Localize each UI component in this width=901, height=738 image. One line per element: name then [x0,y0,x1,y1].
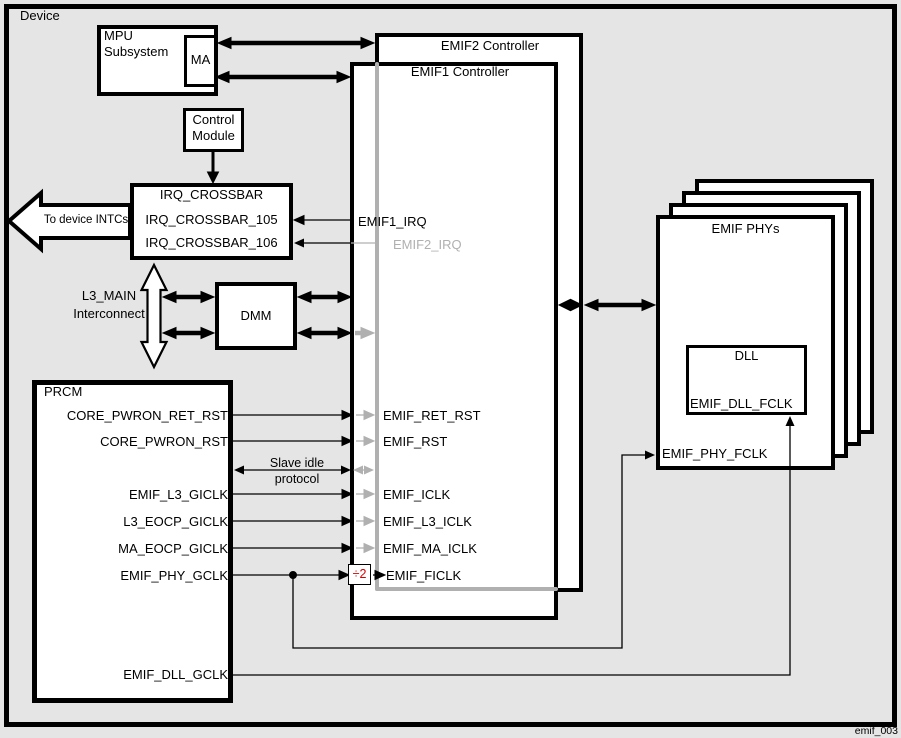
l3-main-label-line2: Interconnect [73,306,145,321]
emif-phys-title: EMIF PHYs [711,221,780,236]
emif-phy-box-front [656,215,835,470]
prcm-box [32,380,233,703]
control-module-label-line1: Control [192,112,235,127]
emif1-controller-title: EMIF1 Controller [410,64,510,79]
divide-by-2-box: ÷2 [348,564,371,585]
device-label: Device [20,8,60,23]
emif1-signal-ret-rst: EMIF_RET_RST [383,408,481,423]
slave-idle-label-line1: Slave idle [269,456,325,470]
emif1-signal-ficlk: EMIF_FICLK [386,568,462,583]
emif1-signal-ma-iclk: EMIF_MA_ICLK [383,541,477,556]
emif1-signal-l3-iclk: EMIF_L3_ICLK [383,514,472,529]
control-module-box [183,108,244,152]
emif1-signal-iclk: EMIF_ICLK [383,487,451,502]
mpu-label-line2: Subsystem [104,44,169,59]
to-device-intcs-label: To device INTCs [43,214,129,226]
control-module-label-line2: Module [192,128,235,143]
prcm-signal-core-pwron-ret-rst: CORE_PWRON_RET_RST [66,408,228,423]
prcm-title: PRCM [44,384,83,399]
prcm-signal-emif-l3-giclk: EMIF_L3_GICLK [129,487,228,502]
emif2-controller-title: EMIF2 Controller [440,38,540,53]
prcm-signal-ma-eocp-giclk: MA_EOCP_GICLK [118,541,228,556]
emif1-controller-box [350,62,558,620]
dmm-box [215,282,297,350]
irq-crossbar-row-106: IRQ_CROSSBAR_106 [145,235,278,250]
dmm-label: DMM [240,308,272,323]
mpu-label-line1: MPU [104,28,133,43]
prcm-signal-emif-phy-gclk: EMIF_PHY_GCLK [120,568,228,583]
emif1-signal-rst: EMIF_RST [383,434,448,449]
dll-fclk-label: EMIF_DLL_FCLK [690,396,793,411]
slave-idle-label-line2: protocol [274,472,320,486]
irq-crossbar-box [130,183,293,260]
l3-main-label-line1: L3_MAIN [81,288,137,303]
divide-by-2-label: ÷2 [352,567,367,581]
emif2-signal-irq: EMIF2_IRQ [393,237,462,252]
emif1-signal-irq: EMIF1_IRQ [358,214,427,229]
irq-crossbar-title: IRQ_CROSSBAR [159,187,264,202]
device-boundary [4,4,897,727]
prcm-signal-l3-eocp-giclk: L3_EOCP_GICLK [123,514,228,529]
prcm-signal-core-pwron-rst: CORE_PWRON_RST [100,434,228,449]
prcm-signal-emif-dll-gclk: EMIF_DLL_GCLK [123,667,228,682]
ma-box [184,35,217,87]
dll-box [686,345,807,415]
dll-title: DLL [734,348,759,363]
ma-label: MA [190,52,211,67]
irq-crossbar-row-105: IRQ_CROSSBAR_105 [145,212,278,227]
figure-id-label: emif_003 [854,725,898,737]
emif-phy-fclk-label: EMIF_PHY_FCLK [662,446,768,461]
